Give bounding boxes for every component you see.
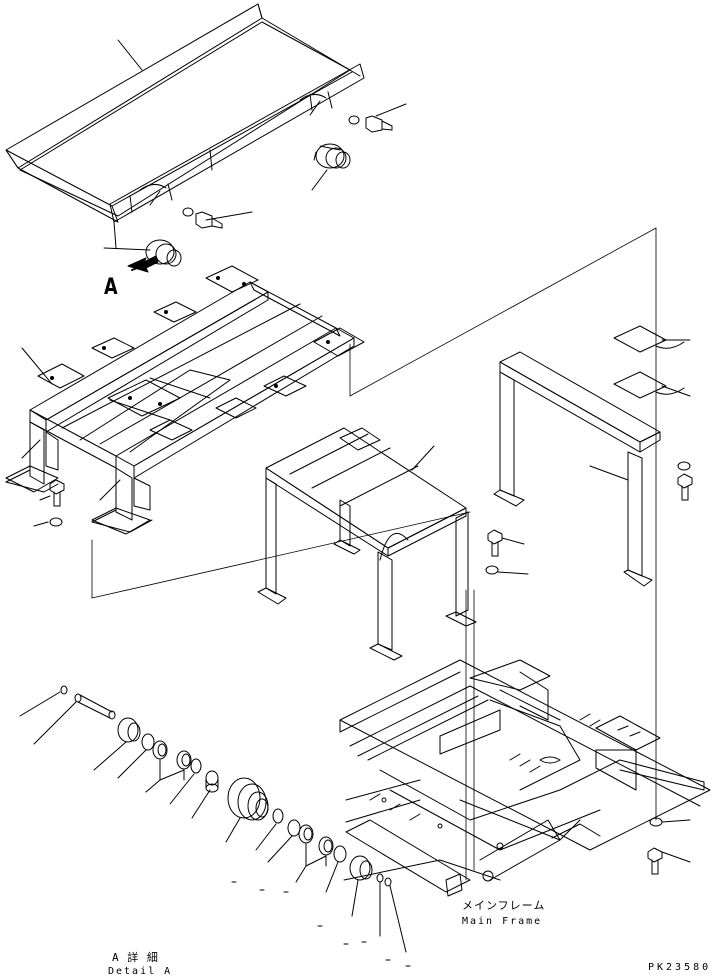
view-direction-arrow-icon (127, 255, 159, 273)
main-frame-bolt (647, 817, 691, 875)
stand-bolt-right (677, 461, 693, 501)
view-a-label: A (104, 275, 118, 300)
upper-roller-right (311, 143, 351, 191)
upper-roller-left (103, 239, 182, 267)
detail-a-label-en: Detail A (108, 966, 173, 977)
upper-bolt-left (182, 207, 253, 229)
stand-bolt-middle (485, 529, 529, 575)
upper-bolt-right (348, 103, 407, 133)
figure-code: PK23580 (648, 962, 712, 973)
main-frame (339, 659, 711, 897)
detail-a-parts (19, 685, 411, 967)
frame-stand-right (493, 351, 661, 587)
alignment-lines (91, 227, 657, 881)
main-frame-label-en: Main Frame (462, 916, 543, 927)
right-plates (613, 325, 691, 399)
top-cover-panel (5, 3, 365, 249)
main-frame-label-jp: メインフレーム (462, 899, 546, 912)
frame-stand-large (5, 265, 365, 535)
detail-a-label-jp: A 詳 細 (112, 951, 159, 964)
frame-stand-middle (257, 427, 477, 661)
stand-bolt-left (33, 479, 65, 527)
